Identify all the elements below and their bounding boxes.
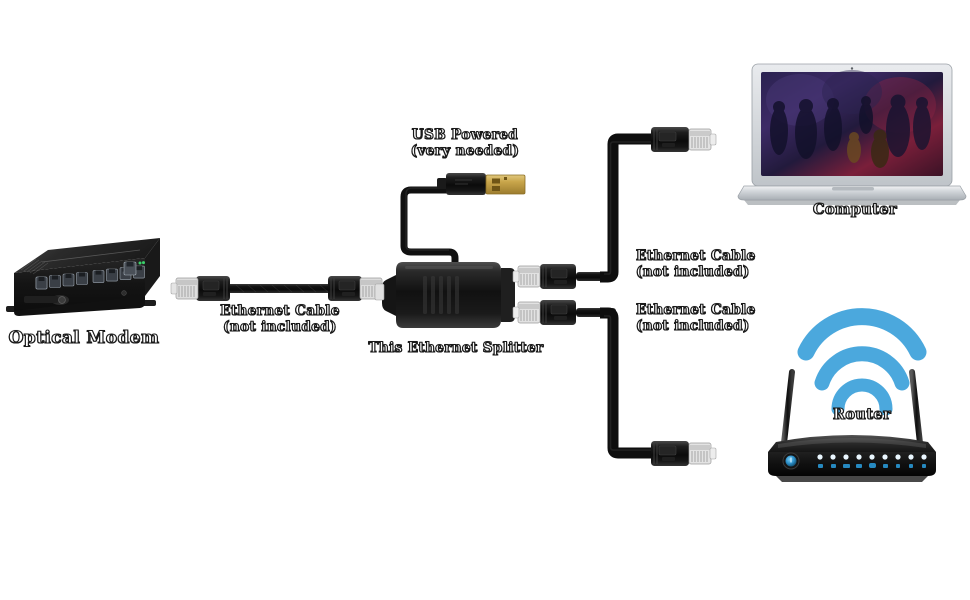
optical-modem-device bbox=[6, 238, 160, 316]
rj45-plug-left-a bbox=[170, 276, 230, 301]
rj45-plug-left-b bbox=[328, 276, 388, 301]
usb-power-cable bbox=[400, 186, 459, 272]
wifi-signal-icon bbox=[797, 308, 927, 416]
ethernet-cable-to-router bbox=[600, 307, 717, 466]
router-led-row bbox=[817, 454, 927, 468]
computer-laptop bbox=[737, 63, 967, 205]
ethernet-cable-to-computer bbox=[600, 127, 717, 283]
ethernet-splitter-device bbox=[374, 262, 515, 328]
router-device bbox=[768, 369, 936, 482]
modem-port-group bbox=[35, 265, 145, 290]
rj45-plug-computer bbox=[651, 127, 717, 152]
splitter-output-lower bbox=[512, 300, 616, 325]
usb-a-connector bbox=[437, 173, 526, 195]
rj45-plug-router bbox=[651, 441, 717, 466]
rj45-plug-splitter-lower bbox=[512, 300, 576, 325]
ethernet-cable-left bbox=[170, 276, 388, 301]
rj45-plug-splitter-upper bbox=[512, 264, 576, 289]
